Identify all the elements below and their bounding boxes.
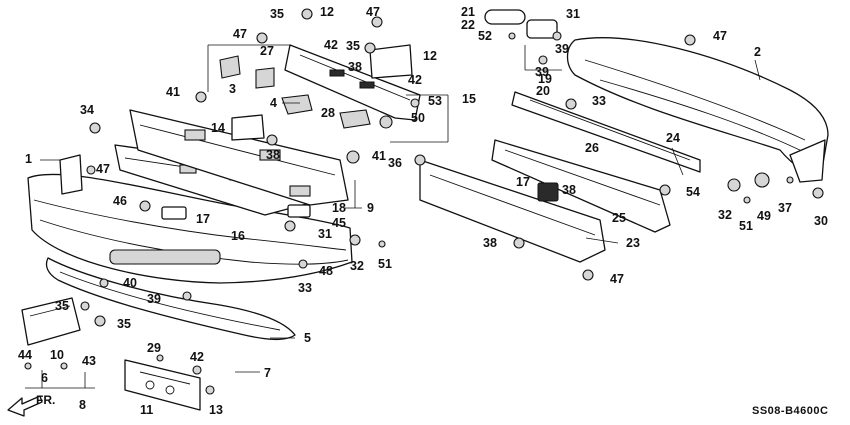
callout-c15: 15 [462,92,476,106]
front-direction-label: FR. [36,393,55,407]
callout-c41a: 41 [166,85,180,99]
callout-c33a: 33 [592,94,606,108]
callout-c32a: 32 [350,259,364,273]
callout-c12b: 12 [423,49,437,63]
callout-c47c: 47 [713,29,727,43]
callout-c18: 18 [332,201,346,215]
callout-c47b: 47 [233,27,247,41]
callout-c35c: 35 [55,299,69,313]
fasteners [24,8,824,395]
front-bumper-face [27,154,353,284]
callout-c14: 14 [211,121,225,135]
callout-c44: 44 [18,348,32,362]
callout-c38d: 38 [483,236,497,250]
front-direction-arrow: FR. [7,393,55,417]
front-upper-absorber [129,109,349,206]
callout-c39a: 39 [555,42,569,56]
callout-c23: 23 [626,236,640,250]
callout-c30: 30 [814,214,828,228]
rear-absorber [491,139,671,233]
license-plate-garnish [124,359,201,411]
callout-c46: 46 [113,194,127,208]
callout-c5: 5 [304,331,311,345]
callout-c6: 6 [41,371,48,385]
callout-c1: 1 [25,152,32,166]
callout-c31b: 31 [318,227,332,241]
callout-c54: 54 [686,185,700,199]
callout-c47e: 47 [610,272,624,286]
callout-c11: 11 [140,403,153,417]
callout-c32b: 32 [718,208,732,222]
callout-c16: 16 [231,229,245,243]
callout-c4: 4 [270,96,277,110]
callout-c45: 45 [332,216,346,230]
callout-c43: 43 [82,354,96,368]
callout-c51b: 51 [378,257,392,271]
callout-c38c: 38 [562,183,576,197]
rear-bumper-beam [419,159,606,263]
leader-lines [25,44,761,389]
callout-c26: 26 [585,141,599,155]
callout-c8: 8 [79,398,86,412]
callout-c41b: 41 [372,149,386,163]
callout-c52: 52 [478,29,492,43]
callout-c12a: 12 [320,5,334,19]
callout-c2: 2 [754,45,761,59]
callout-c13: 13 [209,403,223,417]
callout-c42c: 42 [190,350,204,364]
callout-c7: 7 [264,366,271,380]
callout-c34: 34 [80,103,94,117]
callout-c40: 40 [123,276,137,290]
callout-c35b: 35 [346,39,360,53]
callout-c47a: 47 [366,5,380,19]
callout-c51a: 51 [739,219,753,233]
callout-c38a: 38 [348,60,362,74]
callout-c22: 22 [461,18,475,32]
callout-c39c: 39 [147,292,161,306]
callout-c24: 24 [666,131,680,145]
callout-c35a: 35 [270,7,284,21]
license-plate-bracket-front [21,297,81,346]
rear-bumper-stay [511,91,701,173]
callout-c19: 19 [538,72,552,86]
callout-c50: 50 [411,111,425,125]
callout-c17a: 17 [196,212,210,226]
callout-c42b: 42 [408,73,422,87]
front-bumper-bracket-15 [284,44,421,121]
callout-c35d: 35 [117,317,131,331]
callout-c20: 20 [536,84,550,98]
callout-c27: 27 [260,44,274,58]
callout-c38b: 38 [266,148,280,162]
front-lower-spoiler [45,257,296,341]
callout-c29: 29 [147,341,161,355]
callout-c25: 25 [612,211,626,225]
side-grille-parts [161,55,371,220]
callout-c53: 53 [428,94,442,108]
rear-trim-pieces [369,9,558,79]
callout-c33b: 33 [298,281,312,295]
callout-c17b: 17 [516,175,530,189]
callout-c36: 36 [388,156,402,170]
callout-c48: 48 [319,264,333,278]
diagram-code-label: SS08-B4600C [752,405,828,417]
callout-c49: 49 [757,209,771,223]
callout-c21: 21 [461,5,475,19]
callout-c47d: 47 [96,162,110,176]
callout-c10: 10 [50,348,64,362]
rear-bumper-face [566,37,829,183]
callout-c31a: 31 [566,7,580,21]
callout-c3: 3 [229,82,236,96]
callout-c39b: 39 [535,65,549,79]
callout-c37: 37 [778,201,792,215]
callout-c42a: 42 [324,38,338,52]
callout-c28: 28 [321,106,335,120]
callout-c9: 9 [367,201,374,215]
